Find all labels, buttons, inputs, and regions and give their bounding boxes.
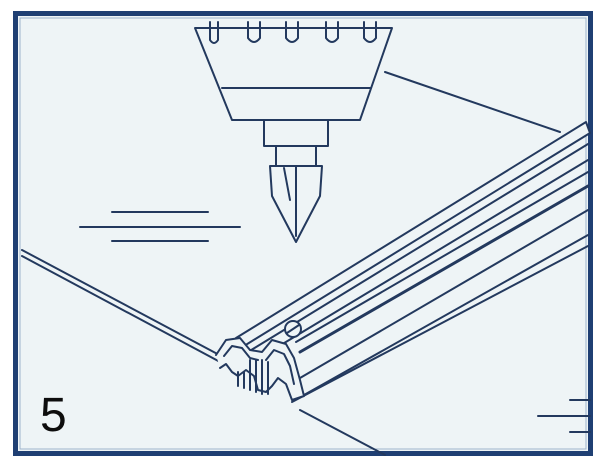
panel-frame <box>13 11 593 456</box>
step-number: 5 <box>40 389 67 442</box>
drill-bit-icon <box>263 119 329 243</box>
panel-inner-frame <box>19 17 587 450</box>
motion-lines-right <box>537 399 591 433</box>
roof-sheet-edges <box>21 71 561 456</box>
drill-chuck-icon <box>194 21 393 121</box>
motion-lines-left <box>79 211 241 242</box>
screw-head-icon <box>284 320 302 338</box>
profile-end-section <box>215 337 305 401</box>
